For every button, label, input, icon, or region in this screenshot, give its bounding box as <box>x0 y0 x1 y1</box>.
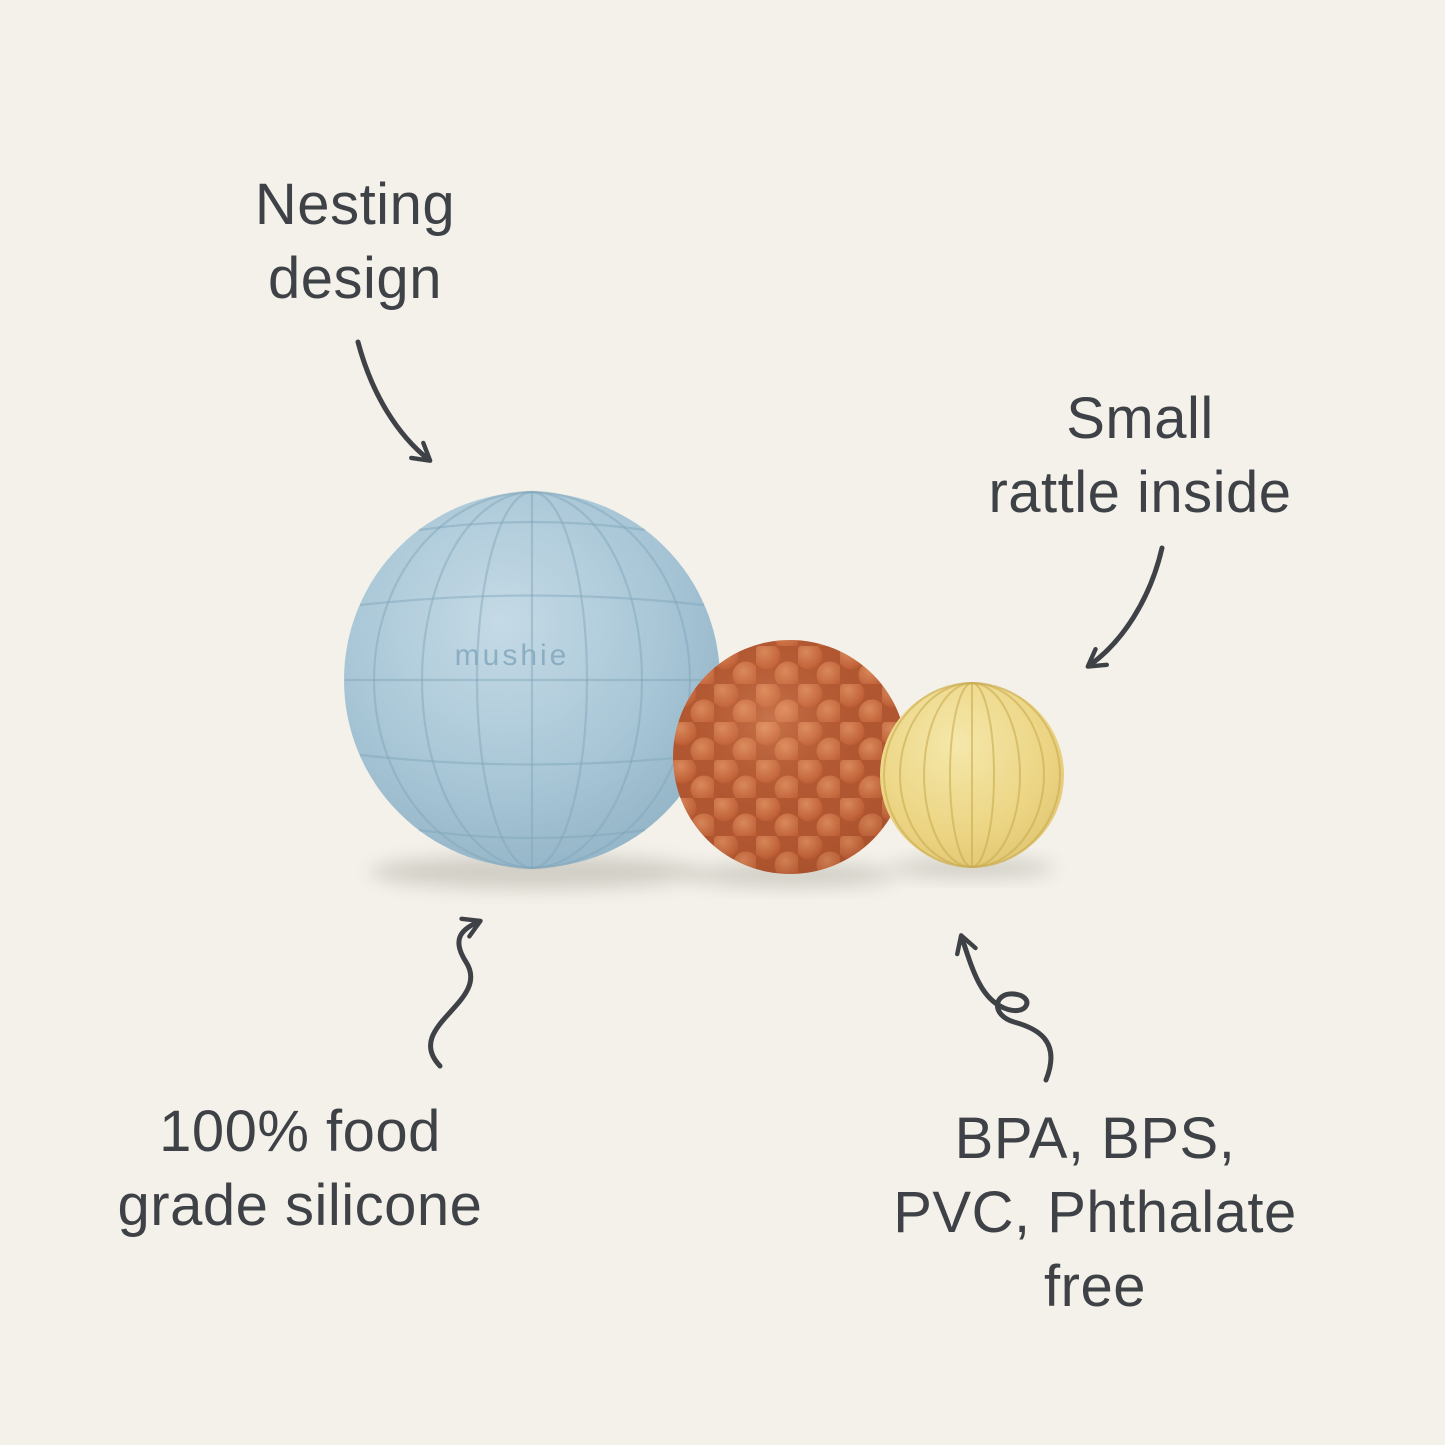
arrow-food-grade-silicone <box>428 916 483 1069</box>
label-nesting-line2: design <box>268 246 442 312</box>
label-silicone-line2: grade silicone <box>117 1173 483 1239</box>
label-bpa-line3: free <box>1044 1254 1146 1320</box>
label-rattle-line2: rattle inside <box>988 460 1292 526</box>
label-nesting-design: Nesting design <box>105 168 605 316</box>
label-rattle-line1: Small <box>1066 386 1214 451</box>
orange-bumpy-ball <box>673 640 907 874</box>
label-food-grade-silicone: 100% food grade silicone <box>50 1095 550 1243</box>
label-bpa-line1: BPA, BPS, <box>954 1106 1236 1171</box>
label-bpa-line2: PVC, Phthalate <box>893 1180 1297 1246</box>
blue-ball-shadow <box>370 855 700 889</box>
label-silicone-line1: 100% food <box>159 1099 441 1164</box>
label-nesting-line1: Nesting <box>254 172 456 237</box>
label-small-rattle-inside: Small rattle inside <box>890 382 1390 530</box>
arrow-small-rattle <box>1085 545 1165 669</box>
label-bpa-bps-pvc-phthalate-free: BPA, BPS, PVC, Phthalate free <box>845 1102 1345 1325</box>
blue-faceted-ball: mushie <box>344 490 720 870</box>
yellow-ridged-ball <box>880 682 1064 868</box>
arrow-nesting-design <box>355 339 433 463</box>
mushie-logo-text: mushie <box>455 639 570 672</box>
orange-ball-shadow <box>688 863 896 887</box>
arrow-bpa-free <box>955 933 1054 1083</box>
